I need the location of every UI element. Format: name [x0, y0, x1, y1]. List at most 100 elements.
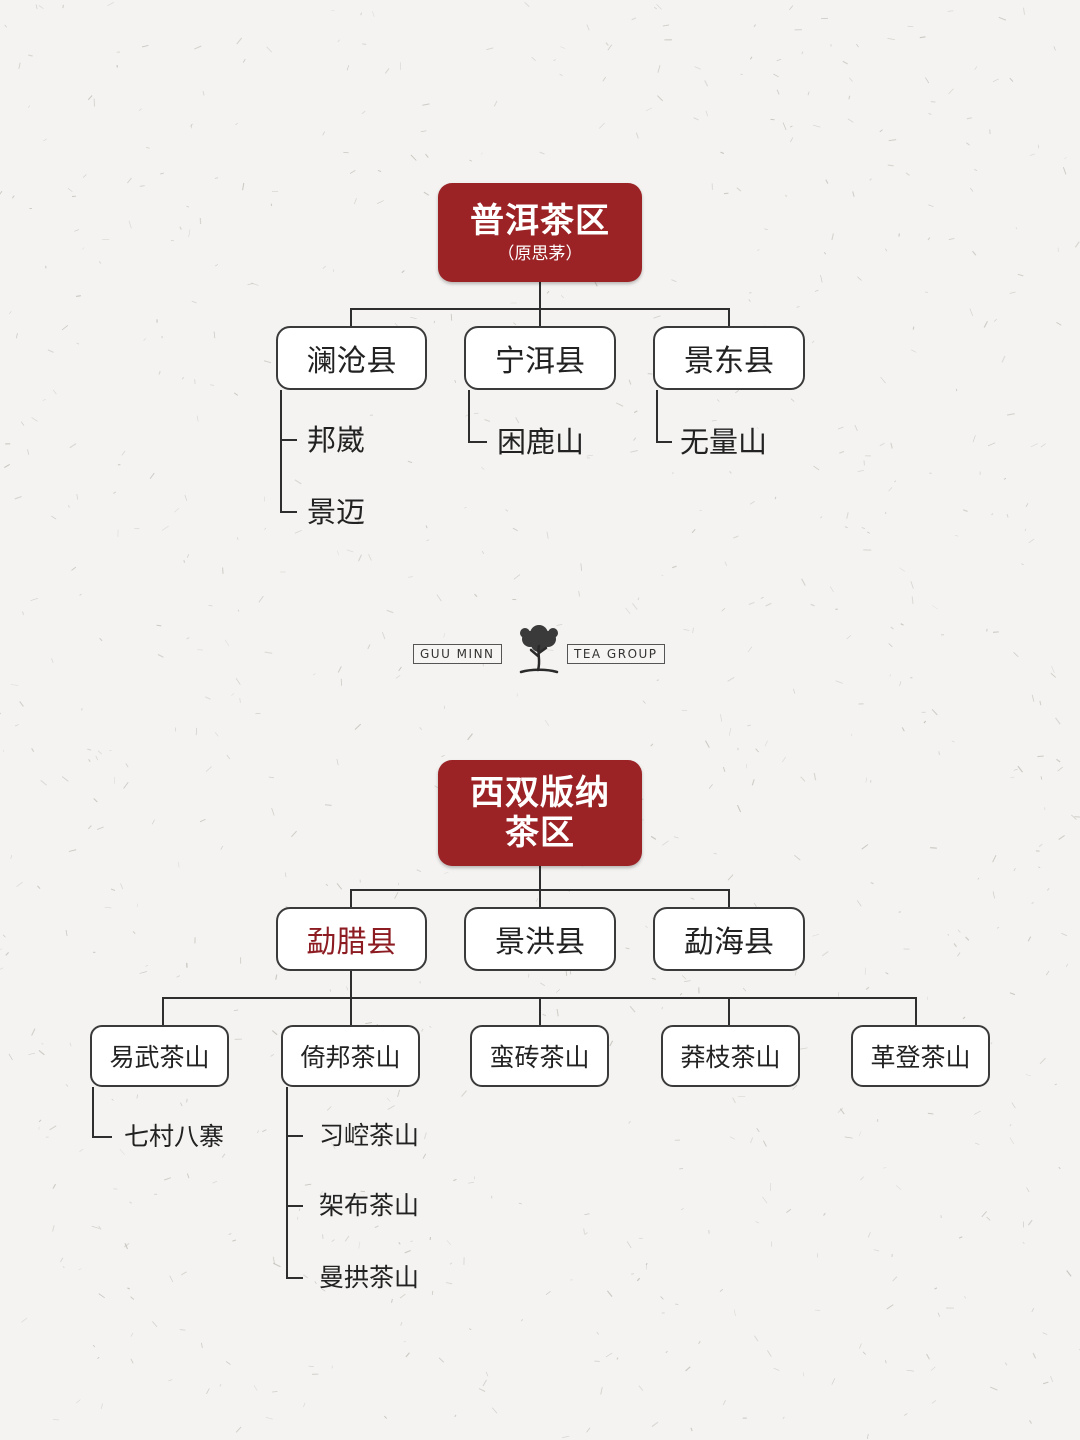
paper-speck — [998, 16, 1007, 21]
paper-speck — [337, 666, 342, 673]
paper-speck — [1015, 227, 1018, 230]
paper-speck — [513, 574, 521, 580]
paper-speck — [145, 964, 149, 967]
paper-speck — [1023, 7, 1025, 15]
paper-speck — [395, 674, 401, 679]
paper-speck — [407, 460, 413, 464]
paper-speck — [111, 1098, 114, 1101]
puer-region-title: 普洱茶区 — [470, 200, 610, 241]
paper-speck — [346, 986, 349, 991]
paper-speck — [1042, 1381, 1049, 1385]
paper-speck — [890, 442, 893, 449]
paper-speck — [124, 1243, 128, 1250]
paper-speck — [645, 925, 648, 929]
paper-speck — [789, 125, 793, 128]
paper-speck — [890, 626, 894, 630]
paper-speck — [820, 516, 823, 519]
paper-speck — [200, 1342, 203, 1348]
paper-speck — [91, 1225, 100, 1229]
paper-speck — [61, 325, 69, 331]
paper-speck — [821, 951, 829, 957]
paper-speck — [143, 338, 146, 341]
paper-speck — [899, 681, 902, 686]
paper-speck — [782, 122, 787, 131]
paper-speck — [468, 1181, 475, 1184]
paper-speck — [426, 539, 430, 542]
paper-speck — [231, 693, 235, 696]
paper-speck — [505, 509, 509, 512]
paper-speck — [65, 929, 68, 936]
paper-speck — [964, 1296, 966, 1299]
paper-speck — [187, 554, 189, 558]
paper-speck — [199, 818, 206, 823]
paper-speck — [994, 318, 997, 322]
paper-speck — [425, 525, 428, 529]
paper-speck — [732, 1097, 736, 1104]
paper-speck — [76, 493, 79, 500]
paper-speck — [632, 603, 638, 610]
paper-speck — [1009, 1137, 1015, 1145]
paper-speck — [724, 561, 728, 566]
paper-speck — [1062, 167, 1067, 175]
paper-speck — [302, 1274, 308, 1279]
paper-speck — [774, 496, 777, 500]
paper-speck — [125, 763, 129, 768]
paper-speck — [1057, 766, 1063, 772]
paper-speck — [21, 611, 25, 616]
paper-speck — [704, 80, 709, 87]
paper-speck — [68, 505, 70, 508]
paper-speck — [765, 602, 772, 607]
paper-speck — [1021, 563, 1024, 566]
paper-speck — [14, 495, 22, 500]
paper-speck — [553, 59, 556, 61]
paper-speck — [2, 934, 6, 938]
paper-speck — [1025, 503, 1029, 508]
xishuangbanna-region-node: 西双版纳 茶区 — [438, 760, 642, 866]
paper-speck — [97, 826, 104, 830]
paper-speck — [174, 508, 180, 513]
paper-speck — [556, 988, 561, 993]
paper-speck — [397, 882, 400, 886]
paper-speck — [602, 76, 606, 82]
paper-speck — [605, 42, 609, 46]
paper-speck — [628, 379, 632, 385]
paper-speck — [947, 933, 950, 936]
paper-speck — [794, 968, 798, 976]
paper-speck — [753, 902, 758, 908]
paper-speck — [52, 1225, 55, 1232]
paper-speck — [516, 693, 518, 697]
paper-speck — [52, 389, 57, 395]
paper-speck — [854, 424, 858, 431]
paper-speck — [729, 471, 732, 474]
paper-speck — [468, 1328, 472, 1331]
paper-speck — [450, 313, 453, 321]
paper-speck — [776, 89, 780, 95]
paper-speck — [14, 724, 19, 727]
paper-speck — [408, 576, 413, 578]
paper-speck — [546, 649, 554, 651]
paper-speck — [904, 1413, 908, 1416]
paper-speck — [927, 1112, 934, 1115]
paper-speck — [690, 897, 695, 900]
paper-speck — [486, 47, 494, 51]
paper-speck — [398, 1241, 401, 1245]
paper-speck — [857, 469, 864, 473]
paper-speck — [810, 603, 815, 607]
paper-speck — [360, 12, 363, 16]
paper-speck — [38, 1049, 45, 1056]
paper-speck — [656, 679, 659, 682]
paper-speck — [684, 980, 691, 982]
paper-speck — [931, 1399, 937, 1404]
paper-speck — [368, 554, 372, 561]
paper-speck — [651, 977, 656, 980]
paper-speck — [352, 445, 356, 448]
paper-speck — [638, 1385, 644, 1392]
paper-speck — [453, 1178, 457, 1182]
paper-speck — [394, 891, 399, 899]
paper-speck — [760, 596, 764, 599]
paper-speck — [329, 989, 332, 992]
paper-speck — [990, 1386, 998, 1391]
paper-speck — [736, 187, 742, 192]
paper-speck — [28, 54, 33, 57]
paper-speck — [219, 1383, 222, 1387]
